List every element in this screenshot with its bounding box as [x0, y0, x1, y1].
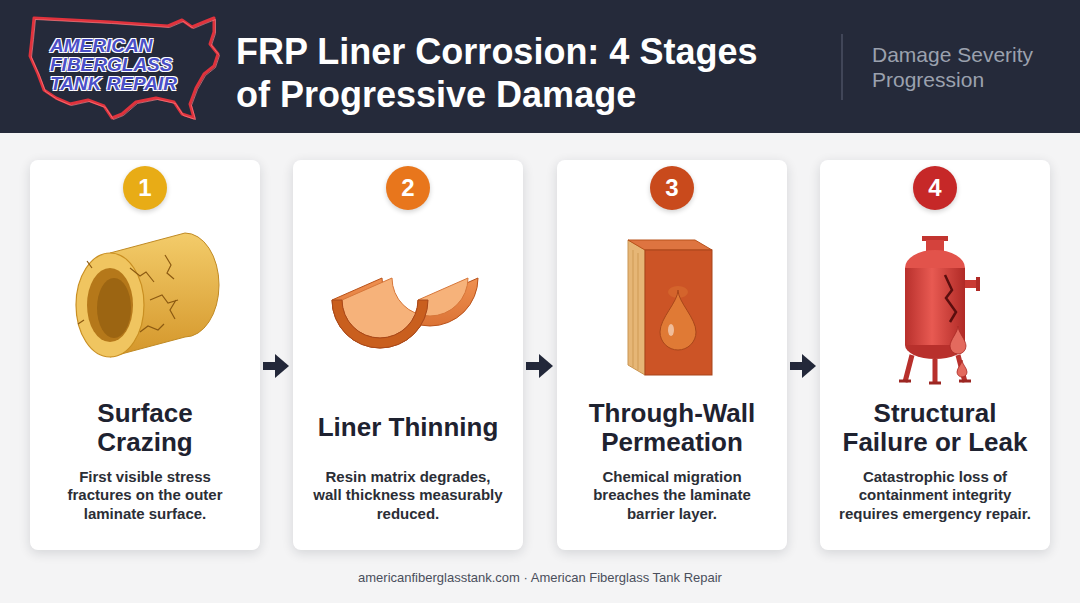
- pipe-bore: [87, 268, 133, 342]
- diagram-title: FRP Liner Corrosion: 4 Stages of Progres…: [236, 30, 806, 116]
- stage-card: 3Through-Wall PermeationChemical migrati…: [557, 160, 787, 550]
- liner-outer-shell: [332, 278, 478, 348]
- stage-description: Resin matrix degrades, wall thickness me…: [311, 468, 505, 523]
- stage-number: 3: [665, 176, 678, 200]
- stage-number: 4: [928, 176, 941, 200]
- crazed-pipe-icon: [76, 233, 219, 357]
- stage-heading: Surface Crazing: [52, 398, 238, 458]
- stage-card: 1Surface CrazingFirst visible stress fra…: [30, 160, 260, 550]
- thinned-liner-icon: [332, 278, 478, 348]
- permeation-wall-icon: [628, 240, 712, 375]
- tank-feet: [899, 381, 971, 383]
- wall-top: [628, 240, 712, 250]
- pipe-rim: [76, 253, 144, 357]
- footer-caption: americanfiberglasstank.com · American Fi…: [0, 570, 1080, 585]
- stage-heading: Liner Thinning: [318, 398, 499, 458]
- tank-top-dome: [905, 250, 965, 268]
- tank-crack: [945, 275, 956, 322]
- header-band: [0, 0, 1080, 133]
- stage-description: First visible stress fractures on the ou…: [48, 468, 242, 523]
- leak-drop: [957, 360, 967, 377]
- seep-point: [668, 286, 688, 298]
- stage-card: 2Liner ThinningResin matrix degrades, wa…: [293, 160, 523, 550]
- stage-heading: Through-Wall Permeation: [579, 398, 765, 458]
- tank-nozzle: [926, 240, 944, 256]
- leak-drop: [950, 326, 966, 354]
- stage-card: 4Structural Failure or LeakCatastrophic …: [820, 160, 1050, 550]
- liner-inner-surface: [342, 278, 468, 338]
- tank-bottom-dome: [905, 345, 965, 359]
- flow-arrow: [790, 362, 803, 370]
- flow-arrow: [263, 362, 276, 370]
- wall-face: [645, 250, 712, 375]
- side-nozzle: [965, 280, 977, 288]
- stage-number: 1: [138, 176, 151, 200]
- logo-text: AMERICAN FIBERGLASS TANK REPAIR: [50, 36, 194, 93]
- laminate-layers: [633, 250, 638, 370]
- step-badge: 2: [386, 166, 430, 210]
- logo-map-outline: [30, 18, 218, 118]
- pipe-bore-shade: [97, 278, 131, 338]
- step-badge: 3: [650, 166, 694, 210]
- logo-map-glow: [32, 20, 220, 120]
- stage-heading: Structural Failure or Leak: [842, 398, 1028, 458]
- step-badge: 1: [123, 166, 167, 210]
- stage-description: Chemical migration breaches the laminate…: [575, 468, 769, 523]
- stage-number: 2: [401, 176, 414, 200]
- flow-arrow: [526, 362, 540, 370]
- liner-end-face: [332, 300, 428, 348]
- laminate-edge: [628, 240, 645, 375]
- step-badge: 4: [913, 166, 957, 210]
- stage-description: Catastrophic loss of containment integri…: [838, 468, 1032, 523]
- pipe-body: [110, 233, 219, 357]
- tank-flange: [922, 236, 948, 241]
- failed-tank-icon: [899, 236, 980, 384]
- side-flange: [976, 277, 980, 291]
- tank-legs: [905, 355, 965, 384]
- header-divider: [841, 34, 843, 100]
- chemical-drop: [660, 290, 696, 350]
- crazing-cracks: [78, 255, 178, 332]
- drop-highlight: [668, 324, 674, 336]
- header-subtitle: Damage Severity Progression: [872, 42, 1052, 92]
- tank-shell: [905, 268, 965, 345]
